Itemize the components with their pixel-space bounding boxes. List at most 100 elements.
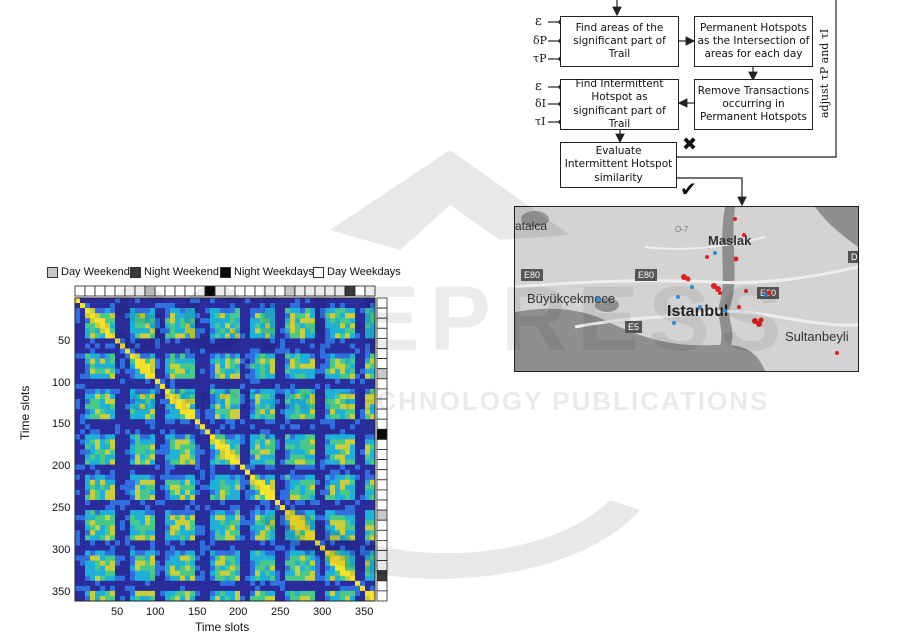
- heatmap-cell: [165, 540, 171, 546]
- heatmap-cell: [185, 464, 191, 470]
- heatmap-cell: [245, 595, 251, 602]
- heatmap-cell: [200, 358, 206, 364]
- heatmap-cell: [160, 469, 166, 476]
- heatmap-cell: [370, 595, 376, 602]
- heatmap-cell: [75, 580, 81, 587]
- heatmap-cell: [370, 429, 376, 435]
- heatmap-cell: [175, 419, 181, 425]
- heatmap-cell: [80, 328, 86, 334]
- heatmap-cell: [115, 560, 121, 566]
- heatmap-cell: [85, 530, 91, 536]
- heatmap-cell: [75, 409, 81, 415]
- heatmap-cell: [110, 368, 116, 375]
- heatmap-cell: [210, 399, 216, 405]
- heatmap-cell: [345, 585, 351, 592]
- heatmap-cell: [235, 439, 241, 445]
- heatmap-cell: [290, 338, 296, 344]
- heatmap-cell: [365, 565, 371, 571]
- heatmap-cell: [210, 484, 216, 491]
- heatmap-cell: [190, 393, 196, 400]
- heatmap-cell: [305, 373, 311, 380]
- heatmap-cell: [330, 323, 336, 329]
- heatmap-cell: [320, 550, 326, 556]
- heatmap-cell: [350, 505, 356, 511]
- heatmap-cell: [325, 520, 331, 526]
- heatmap-cell: [105, 449, 111, 455]
- heatmap-cell: [95, 434, 101, 440]
- heatmap-cell: [190, 489, 196, 496]
- heatmap-cell: [180, 434, 186, 440]
- heatmap-cell: [155, 505, 161, 511]
- map-road-e80-mid: E80: [635, 269, 658, 281]
- heatmap-cell: [215, 474, 221, 481]
- heatmap-cell: [285, 373, 291, 380]
- heatmap-cell: [160, 575, 166, 582]
- heatmap-cell: [325, 469, 331, 476]
- heatmap-cell: [305, 419, 311, 425]
- heatmap-cell: [275, 530, 281, 536]
- heatmap-cell: [160, 535, 166, 541]
- heatmap-cell: [160, 383, 166, 390]
- heatmap-cell: [205, 439, 211, 445]
- heatmap-cell: [80, 444, 86, 450]
- heatmap-cell: [300, 555, 306, 561]
- heatmap-cell: [365, 378, 371, 385]
- heatmap-cell: [125, 580, 131, 587]
- map-road-e80-left: E80: [521, 269, 544, 281]
- heatmap-cell: [225, 464, 231, 470]
- heatmap-cell: [285, 323, 291, 329]
- heatmap-cell: [290, 318, 296, 324]
- heatmap-cell: [200, 585, 206, 592]
- heatmap-cell: [280, 348, 286, 354]
- heatmap-cell: [75, 343, 81, 349]
- heatmap-cell: [75, 318, 81, 324]
- heatmap-cell: [190, 414, 196, 420]
- heatmap-cell: [120, 585, 126, 592]
- heatmap-cell: [285, 439, 291, 445]
- heatmap-cell: [355, 373, 361, 380]
- heatmap-cell: [340, 399, 346, 405]
- heatmap-cell: [125, 409, 131, 415]
- heatmap-cell: [245, 328, 251, 334]
- heatmap-cell: [240, 404, 246, 410]
- heatmap-cell: [365, 434, 371, 440]
- heatmap-cell: [240, 323, 246, 329]
- heatmap-cell: [125, 424, 131, 430]
- heatmap-cell: [335, 454, 341, 460]
- heatmap-cell: [355, 484, 361, 491]
- heatmap-cell: [205, 595, 211, 602]
- heatmap-cell: [345, 439, 351, 445]
- heatmap-cell: [335, 474, 341, 481]
- heatmap-cell: [360, 409, 366, 415]
- heatmap-cell: [105, 484, 111, 491]
- heatmap-cell: [160, 388, 166, 395]
- heatmap-cell: [260, 489, 266, 496]
- heatmap-cell: [330, 494, 336, 501]
- heatmap-cell: [180, 378, 186, 385]
- heatmap-cell: [290, 353, 296, 359]
- heatmap-cell: [200, 510, 206, 516]
- heatmap-cell: [230, 323, 236, 329]
- heatmap-cell: [125, 429, 131, 435]
- heatmap-cell: [240, 343, 246, 349]
- heatmap-cell: [280, 545, 286, 551]
- heatmap-cell: [130, 449, 136, 455]
- heatmap-cell: [190, 348, 196, 354]
- heatmap-cell: [160, 393, 166, 400]
- heatmap-cell: [90, 348, 96, 354]
- heatmap-cell: [290, 500, 296, 506]
- heatmap-cell: [145, 550, 151, 556]
- heatmap-cell: [125, 343, 131, 349]
- heatmap-cell: [155, 303, 161, 309]
- heatmap-cell: [185, 474, 191, 481]
- heatmap-cell: [170, 590, 176, 597]
- heatmap-cell: [180, 484, 186, 491]
- heatmap-cell: [220, 489, 226, 496]
- heatmap-cell: [255, 348, 261, 354]
- heatmap-cell: [145, 399, 151, 405]
- heatmap-cell: [295, 308, 301, 314]
- heatmap-cell: [335, 525, 341, 531]
- heatmap-cell: [265, 500, 271, 506]
- heatmap-cell: [85, 484, 91, 491]
- heatmap-cell: [225, 303, 231, 309]
